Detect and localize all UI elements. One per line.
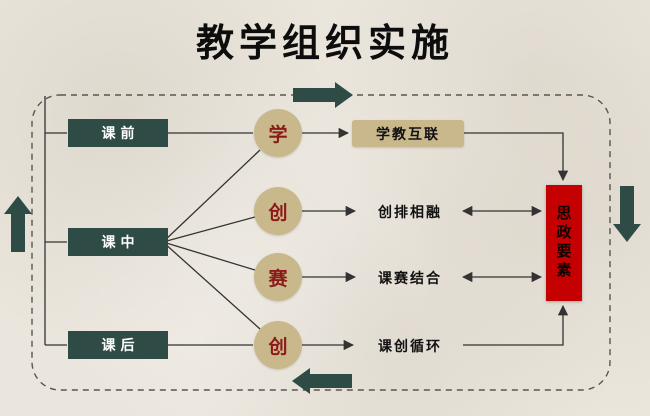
cycle-arrow-right-icon (293, 82, 353, 108)
outcome-learn-teach-link: 学教互联 (352, 120, 464, 147)
outcome-course-create-cycle: 课创循环 (378, 338, 442, 355)
stage-spine-lines (44, 96, 67, 346)
diagram-title: 教学组织实施 (195, 20, 454, 65)
circle-to-outcome-arrows (302, 127, 357, 351)
stage-box-post-class: 课后 (68, 331, 168, 359)
stage-to-circle-lines (162, 132, 261, 346)
outcome-course-compete-join: 课赛结合 (378, 270, 442, 287)
ideological-elements-box: 思政要素 (546, 185, 582, 301)
cycle-arrow-left-icon (292, 368, 352, 394)
cycle-arrow-up-icon (4, 196, 32, 252)
circle-create-2: 创 (254, 321, 302, 369)
circle-create: 创 (254, 187, 302, 235)
outcome-create-arrange-merge: 创排相融 (378, 204, 442, 221)
ideological-elements-label: 思政要素 (554, 205, 573, 281)
stage-box-pre-class: 课前 (68, 119, 168, 147)
circle-learn: 学 (254, 109, 302, 157)
outcome-to-sidebox-arrows (461, 132, 569, 346)
cycle-arrow-down-icon (613, 186, 641, 242)
circle-compete: 赛 (254, 253, 302, 301)
stage-box-in-class: 课中 (68, 228, 168, 256)
dashed-loop-border (31, 94, 611, 391)
